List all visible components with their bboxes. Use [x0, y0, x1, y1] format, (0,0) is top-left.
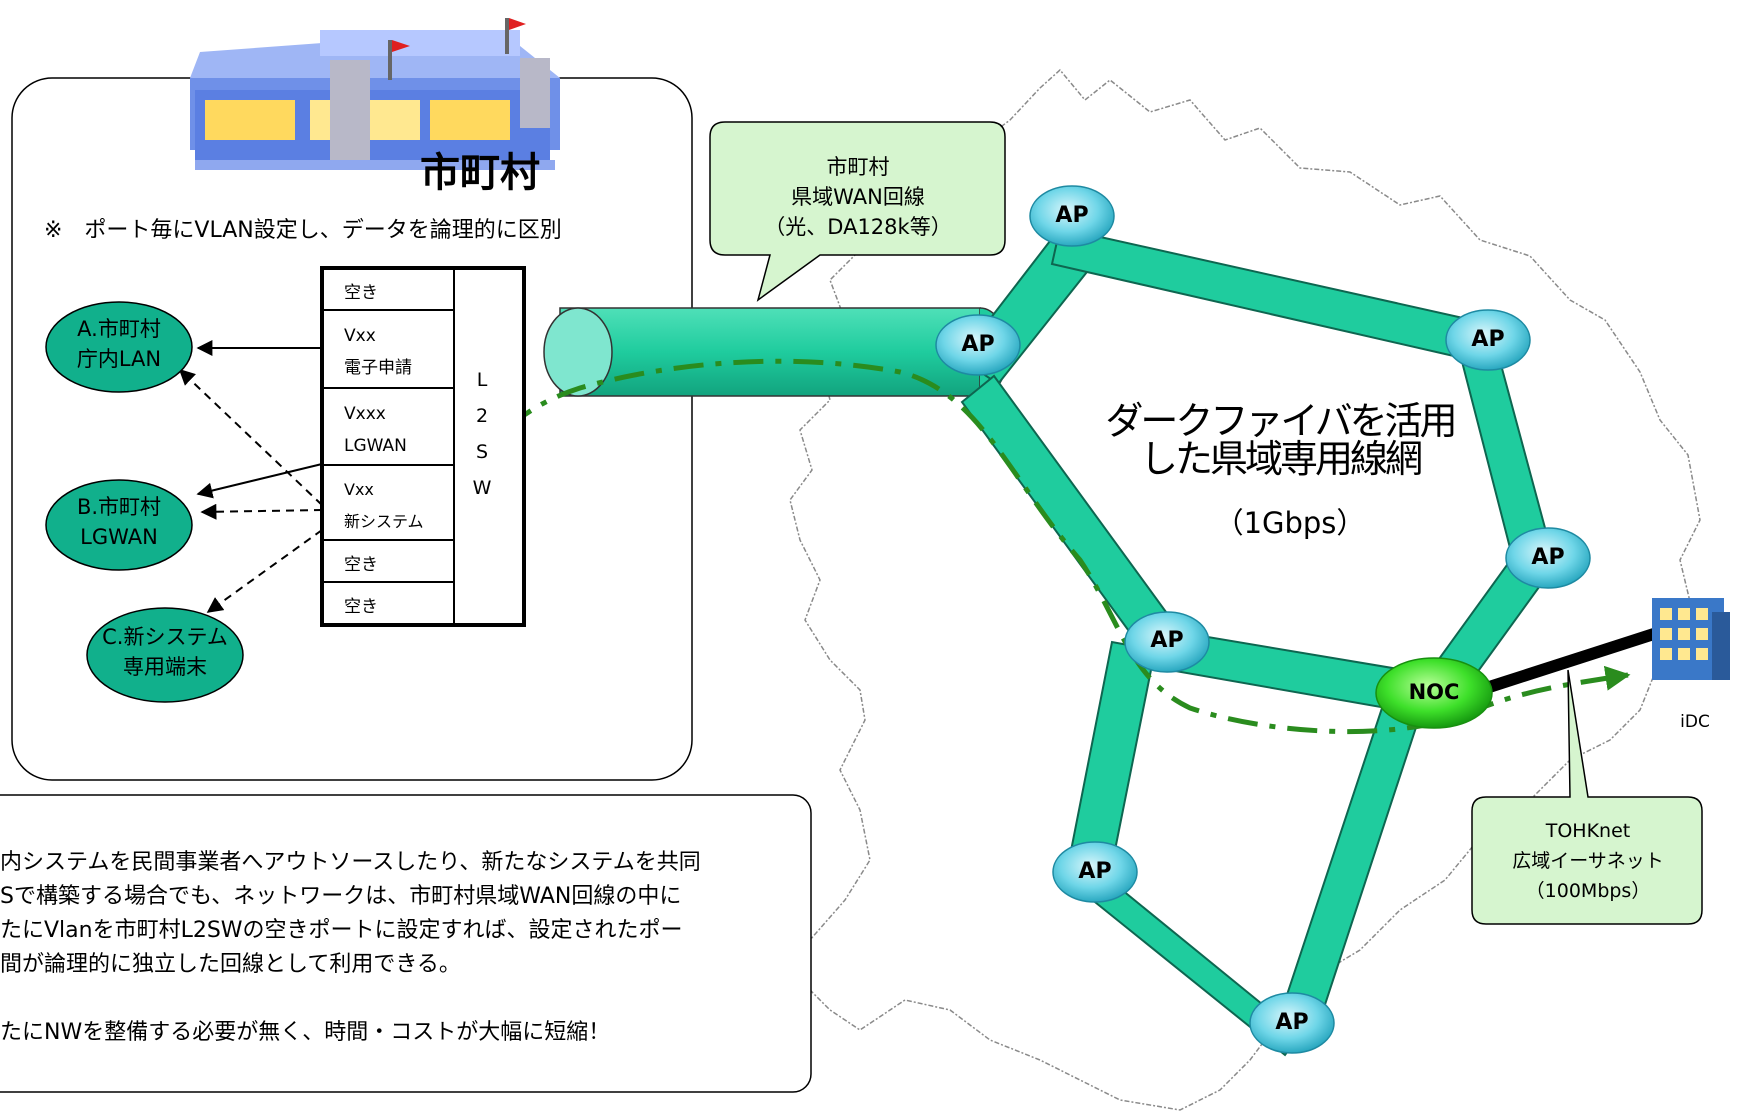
- ap-label-2: AP: [961, 332, 995, 357]
- terminal-b-label: B.市町村 LGWAN: [46, 492, 192, 552]
- dashed-arrow-to-a: [178, 368, 323, 506]
- tohknet-line2: 広域イーサネット: [1512, 850, 1664, 872]
- network-title-line1: ダークファイバを活用: [1105, 399, 1457, 443]
- vlan-note: ※ ポート毎にVLAN設定し、データを論理的に区別: [44, 218, 562, 243]
- idc-building-icon: [1652, 598, 1730, 680]
- terminal-a-oval: [45, 301, 193, 393]
- wan-callout-box: [709, 121, 1006, 302]
- tohknet-line1: TOHKnet: [1545, 820, 1631, 842]
- port-1-line1: 空き: [344, 283, 378, 303]
- description-text: 内システムを民間事業者へアウトソースしたり、新たなシステムを共同 Sで構築する場…: [0, 846, 701, 1050]
- tohknet-callout-box: [1471, 669, 1703, 925]
- l2-switch: [320, 266, 526, 627]
- terminal-b-line2: LGWAN: [80, 525, 158, 549]
- switch-label: L 2 S W: [462, 362, 502, 506]
- network-title: ダークファイバを活用 した県域専用線網: [1090, 402, 1470, 478]
- description-line1: 内システムを民間事業者へアウトソースしたり、新たなシステムを共同: [0, 850, 701, 875]
- ap-node-1: [1029, 185, 1115, 247]
- description-panel: [0, 794, 812, 1093]
- port-5-line1: 空き: [344, 555, 378, 575]
- port-4: Vxx 新システム: [344, 474, 424, 538]
- terminal-c-line2: 専用端末: [123, 655, 207, 679]
- tohknet-line3: （100Mbps）: [1525, 880, 1651, 902]
- ap-node-2: [935, 314, 1021, 376]
- terminal-c-oval: [86, 607, 244, 703]
- network-speed: （1Gbps）: [1214, 506, 1366, 540]
- port-4-line2: 新システム: [344, 512, 424, 531]
- description-line5: たにNWを整備する必要が無く、時間・コストが大幅に短縮！: [0, 1020, 611, 1045]
- idc-label: iDC: [1680, 712, 1710, 732]
- dashed-arrow-to-b: [200, 503, 323, 520]
- port-3-line1: Vxxx: [344, 404, 386, 424]
- ap-node-7: [1249, 992, 1335, 1054]
- terminal-a-line2: 庁内LAN: [76, 347, 162, 371]
- fiber-links: [958, 226, 1557, 1057]
- port-6: 空き: [344, 592, 378, 617]
- building-label: 市町村: [420, 150, 540, 196]
- wan-callout-line2: 県域WAN回線: [791, 185, 925, 209]
- port-1: 空き: [344, 278, 378, 303]
- ap-label-6: AP: [1078, 859, 1112, 884]
- terminal-c-label: C.新システム 専用端末: [87, 622, 243, 682]
- terminal-a-line1: A.市町村: [77, 317, 161, 341]
- ap-node-5: [1124, 611, 1210, 673]
- tohknet-callout-text: TOHKnet 広域イーサネット （100Mbps）: [1474, 816, 1702, 906]
- dashed-arrow-to-c: [206, 529, 323, 613]
- ap-node-3: [1445, 309, 1531, 371]
- port-5: 空き: [344, 550, 378, 575]
- port-4-line1: Vxx: [344, 480, 374, 499]
- switch-label-w: W: [472, 477, 492, 499]
- tohknet-link: [1478, 626, 1662, 696]
- ap-node-4: [1505, 527, 1591, 589]
- description-line4: 間が論理的に独立した回線として利用できる。: [0, 952, 461, 977]
- ap-label-3: AP: [1471, 327, 1505, 352]
- network-title-line2: した県域専用線網: [1139, 437, 1423, 481]
- description-line3: たにVlanを市町村L2SWの空きポートに設定すれば、設定されたポー: [0, 918, 683, 943]
- logical-path-dashed: [427, 358, 1631, 735]
- switch-label-2: 2: [475, 405, 489, 427]
- switch-label-l: L: [476, 369, 488, 391]
- port-6-line1: 空き: [344, 597, 378, 617]
- wan-line-pipe: [543, 307, 1009, 397]
- switch-label-s: S: [475, 441, 489, 463]
- noc-label: NOC: [1408, 680, 1460, 704]
- wan-callout-text: 市町村 県域WAN回線 （光、DA128k等）: [712, 152, 1004, 242]
- ap-label-7: AP: [1275, 1010, 1309, 1035]
- port-2-line1: Vxx: [344, 326, 376, 346]
- terminal-c-line1: C.新システム: [102, 625, 228, 649]
- ap-node-6: [1052, 841, 1138, 903]
- terminal-a-label: A.市町村 庁内LAN: [46, 314, 192, 374]
- wan-callout-line1: 市町村: [826, 155, 890, 179]
- ap-label-1: AP: [1055, 203, 1089, 228]
- wan-callout-line3: （光、DA128k等）: [764, 215, 952, 239]
- description-line2: Sで構築する場合でも、ネットワークは、市町村県域WAN回線の中に: [0, 884, 682, 909]
- city-hall-building-icon: [190, 18, 560, 170]
- port-3: Vxxx LGWAN: [344, 398, 407, 462]
- arrow-to-b: [196, 463, 323, 499]
- region-map-outline: [789, 68, 1701, 1111]
- terminal-b-oval: [45, 479, 193, 571]
- terminal-b-line1: B.市町村: [76, 495, 162, 519]
- port-2-line2: 電子申請: [344, 358, 412, 378]
- port-2: Vxx 電子申請: [344, 320, 412, 384]
- port-3-line2: LGWAN: [344, 436, 407, 456]
- noc-node: [1375, 657, 1493, 729]
- ap-label-5: AP: [1150, 628, 1184, 653]
- ap-label-4: AP: [1531, 545, 1565, 570]
